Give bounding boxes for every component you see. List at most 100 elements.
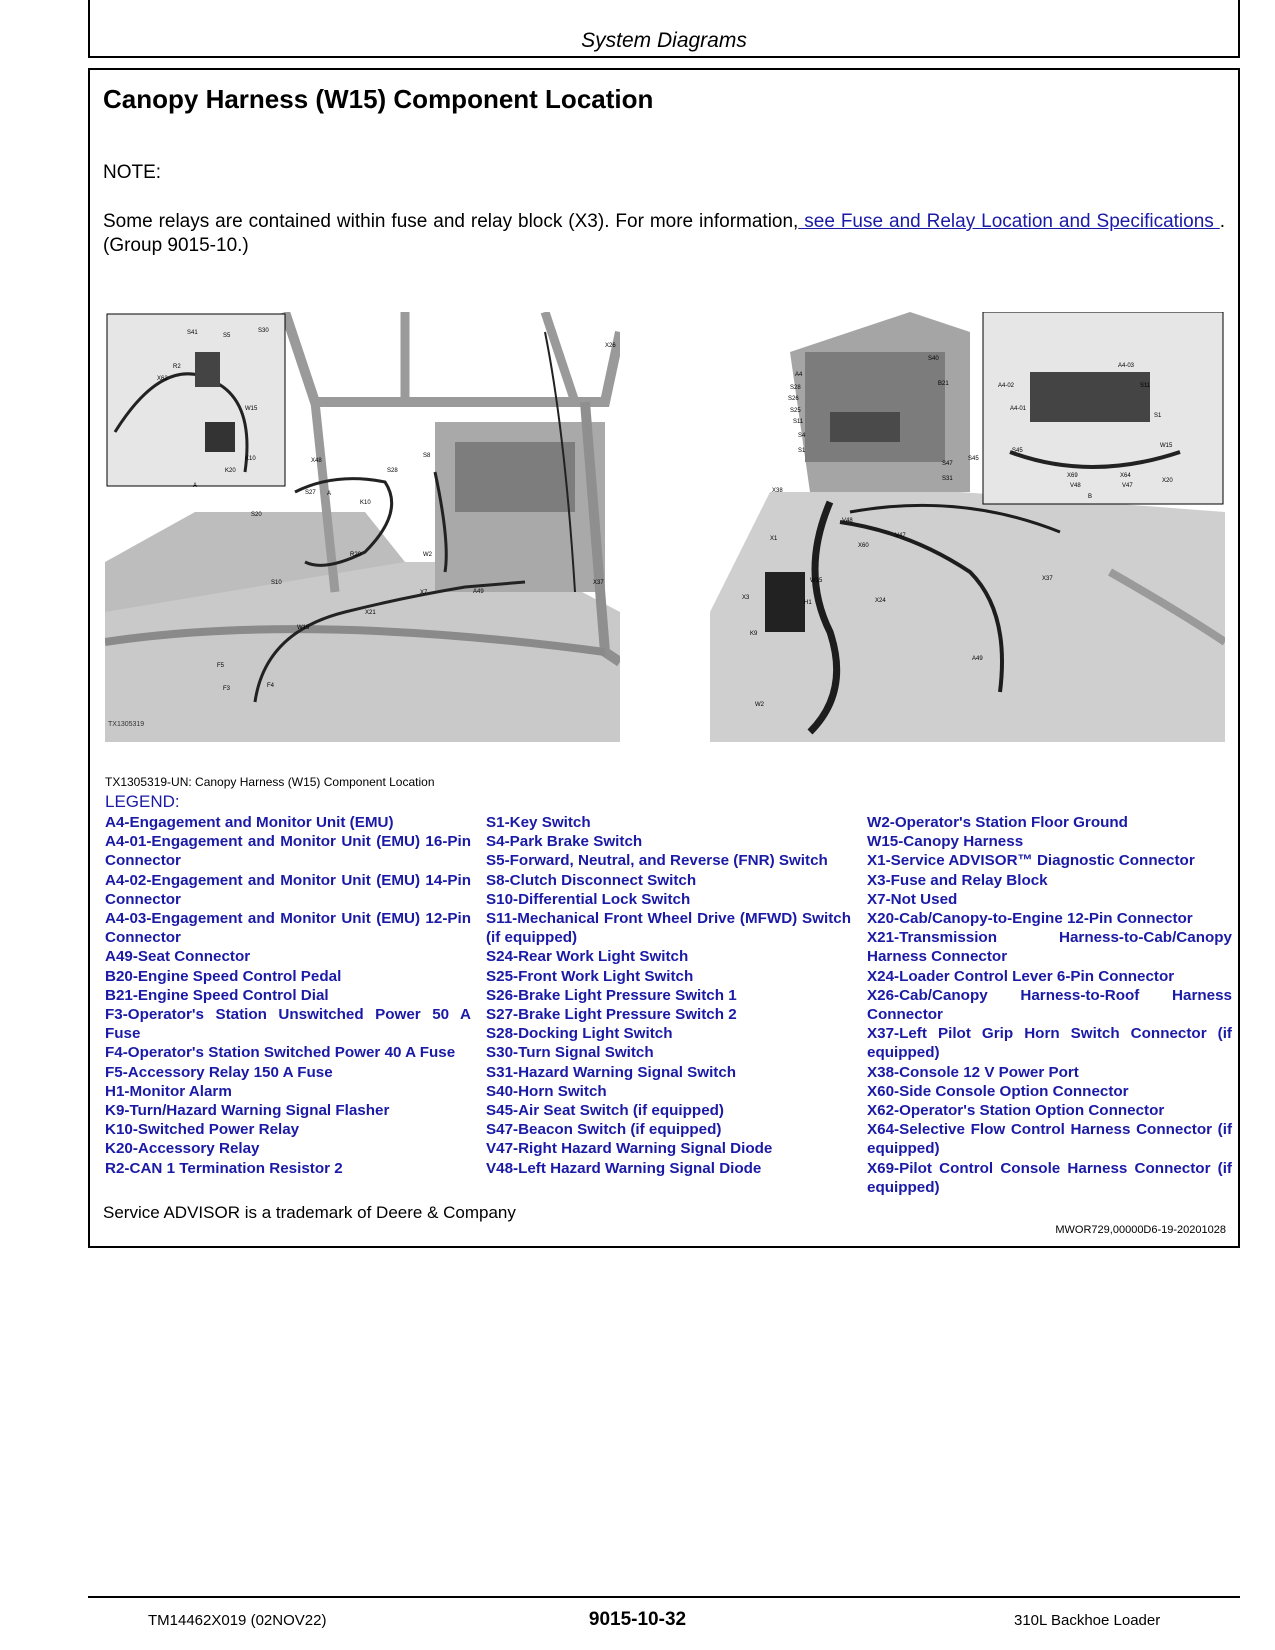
legend-column-1: A4-Engagement and Monitor Unit (EMU) A4-… [105,813,471,1178]
svg-text:S31: S31 [942,476,953,482]
svg-text:A4-03: A4-03 [1118,363,1135,369]
legend-item[interactable]: X38-Console 12 V Power Port [867,1063,1079,1081]
legend-item[interactable]: F4-Operator's Station Switched Power 40 … [105,1044,456,1062]
svg-text:X48: X48 [311,458,322,464]
legend-item[interactable]: X37-Left Pilot Grip Horn Switch Connecto… [867,1025,1232,1062]
legend-column-2: S1-Key Switch S4-Park Brake Switch S5-Fo… [486,813,851,1178]
legend-item[interactable]: F5-Accessory Relay 150 A Fuse [105,1063,333,1081]
svg-text:V47: V47 [895,533,906,539]
legend-item[interactable]: S40-Horn Switch [486,1082,607,1100]
svg-text:R2: R2 [173,364,181,370]
legend-item[interactable]: X20-Cab/Canopy-to-Engine 12-Pin Connecto… [867,910,1193,928]
svg-text:F5: F5 [217,663,225,669]
note-label: NOTE: [103,162,162,183]
svg-text:S1: S1 [798,448,806,454]
legend-item[interactable]: B20-Engine Speed Control Pedal [105,967,342,985]
legend-item[interactable]: X60-Side Console Option Connector [867,1082,1129,1100]
svg-text:F4: F4 [267,683,275,689]
legend-item[interactable]: A4-03-Engagement and Monitor Unit (EMU) … [105,910,471,947]
svg-text:B: B [1088,494,1092,500]
svg-text:X7: X7 [420,590,428,596]
svg-text:S30: S30 [258,328,269,334]
legend-item[interactable]: X69-Pilot Control Console Harness Connec… [867,1159,1232,1196]
legend-item[interactable]: A4-Engagement and Monitor Unit (EMU) [105,814,394,831]
legend-item[interactable]: K20-Accessory Relay [105,1140,260,1158]
figure-caption: TX1305319-UN: Canopy Harness (W15) Compo… [105,775,435,789]
legend-item[interactable]: S10-Differential Lock Switch [486,890,691,908]
svg-text:S11: S11 [1140,383,1151,389]
legend-item[interactable]: S4-Park Brake Switch [486,833,643,851]
legend-item[interactable]: S45-Air Seat Switch (if equipped) [486,1102,724,1120]
legend-item[interactable]: B21-Engine Speed Control Dial [105,986,329,1004]
page-header: System Diagrams [88,0,1240,58]
legend-item[interactable]: X26-Cab/Canopy Harness-to-Roof Harness C… [867,986,1232,1024]
legend-item[interactable]: R2-CAN 1 Termination Resistor 2 [105,1159,343,1177]
svg-text:X20: X20 [1162,478,1173,484]
svg-text:A: A [327,491,331,497]
legend-item[interactable]: V47-Right Hazard Warning Signal Diode [486,1140,773,1158]
legend-item[interactable]: S11-Mechanical Front Wheel Drive (MFWD) … [486,910,851,947]
legend-item[interactable]: H1-Monitor Alarm [105,1082,232,1100]
legend-item[interactable]: K9-Turn/Hazard Warning Signal Flasher [105,1102,390,1120]
svg-text:S45: S45 [968,456,979,462]
legend-item[interactable]: S25-Front Work Light Switch [486,967,694,985]
svg-text:K10: K10 [245,456,256,462]
svg-text:X64: X64 [1120,473,1131,479]
legend-item[interactable]: X1-Service ADVISOR™ Diagnostic Connector [867,852,1195,870]
svg-text:R20: R20 [350,552,362,558]
svg-text:S41: S41 [187,330,198,336]
fuse-relay-link[interactable]: see Fuse and Relay Location and Specific… [798,211,1220,232]
legend-item[interactable]: A4-01-Engagement and Monitor Unit (EMU) … [105,833,471,870]
legend-item[interactable]: F3-Operator's Station Unswitched Power 5… [105,1006,471,1043]
legend-item[interactable]: W15-Canopy Harness [867,833,1024,851]
svg-text:S45: S45 [1012,448,1023,454]
svg-text:X38: X38 [772,488,783,494]
legend-item[interactable]: W2-Operator's Station Floor Ground [867,814,1128,831]
svg-text:X69: X69 [1067,473,1078,479]
legend-item[interactable]: S28-Docking Light Switch [486,1025,673,1043]
svg-text:S20: S20 [251,512,262,518]
note-text-before: Some relays are contained within fuse an… [103,211,799,232]
legend-item[interactable]: X64-Selective Flow Control Harness Conne… [867,1121,1232,1158]
figure-image-id: TX1305319 [108,721,144,728]
svg-text:S8: S8 [423,453,431,459]
svg-text:A49: A49 [473,589,484,595]
legend-item[interactable]: S47-Beacon Switch (if equipped) [486,1121,722,1139]
legend-item[interactable]: K10-Switched Power Relay [105,1121,300,1139]
svg-text:V47: V47 [1122,483,1133,489]
svg-text:W2: W2 [755,702,765,708]
footer-divider [88,1596,1240,1598]
svg-text:H1: H1 [804,600,812,606]
legend-item[interactable]: A4-02-Engagement and Monitor Unit (EMU) … [105,871,471,908]
trademark-notice: Service ADVISOR is a trademark of Deere … [103,1203,516,1222]
legend-item[interactable]: V48-Left Hazard Warning Signal Diode [486,1159,762,1177]
legend-item[interactable]: X7-Not Used [867,890,958,908]
svg-text:W2: W2 [423,552,433,558]
svg-text:S5: S5 [223,333,231,339]
svg-text:W15: W15 [245,406,258,412]
document-id: MWOR729,00000D6-19-20201028 [1055,1224,1226,1236]
legend-item[interactable]: X62-Operator's Station Option Connector [867,1102,1165,1120]
legend-item[interactable]: X3-Fuse and Relay Block [867,871,1048,889]
legend-item[interactable]: S27-Brake Light Pressure Switch 2 [486,1006,737,1024]
svg-text:K9: K9 [750,631,758,637]
legend-item[interactable]: X24-Loader Control Lever 6-Pin Connector [867,967,1175,985]
legend-item[interactable]: S8-Clutch Disconnect Switch [486,871,697,889]
legend-item[interactable]: S30-Turn Signal Switch [486,1044,654,1062]
svg-text:W15: W15 [810,578,823,584]
section-title: Canopy Harness (W15) Component Location [103,84,654,114]
legend-item[interactable]: S26-Brake Light Pressure Switch 1 [486,986,737,1004]
svg-text:A49: A49 [972,656,983,662]
legend-item[interactable]: A49-Seat Connector [105,948,251,966]
svg-text:S1: S1 [1154,413,1162,419]
legend-item[interactable]: S24-Rear Work Light Switch [486,948,689,966]
legend-item[interactable]: S1-Key Switch [486,814,591,831]
legend-item[interactable]: S31-Hazard Warning Signal Switch [486,1063,737,1081]
svg-text:V48: V48 [842,518,853,524]
legend-item[interactable]: X21-Transmission Harness-to-Cab/Canopy H… [867,929,1232,966]
svg-text:W15: W15 [1160,443,1173,449]
legend-item[interactable]: S5-Forward, Neutral, and Reverse (FNR) S… [486,852,828,870]
note-text: Some relays are contained within fuse an… [103,210,1225,258]
